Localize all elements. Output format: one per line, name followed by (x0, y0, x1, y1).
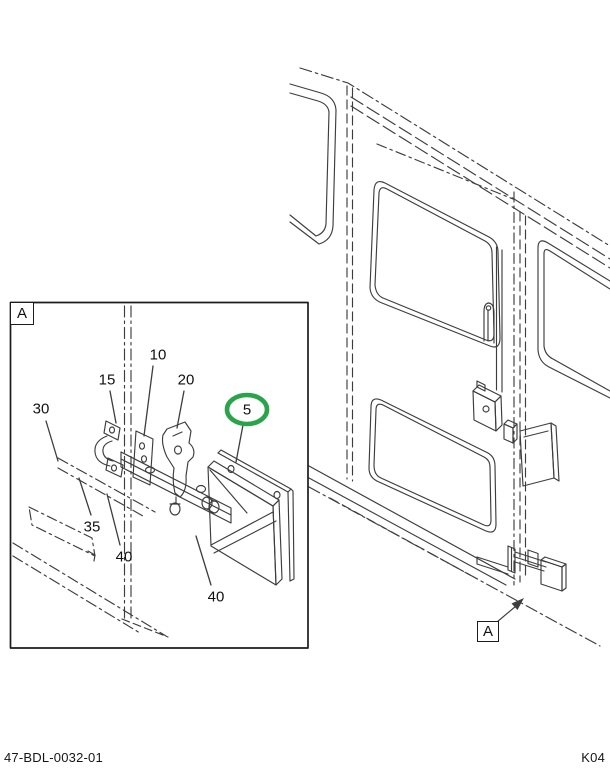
part-mounting-plate (132, 430, 154, 486)
callout-part-30: 30 (32, 400, 50, 418)
callout-part-40-upper: 40 (115, 548, 133, 566)
left-door-lower-window (368, 398, 497, 533)
part-handle-bracket (94, 420, 124, 478)
part-latch-lever (161, 421, 195, 516)
right-door-window (537, 240, 610, 399)
lower-latch-assembly (476, 545, 567, 592)
door-gap-lines (513, 191, 527, 586)
latch-rod (483, 246, 503, 393)
detail-view-marker-label: A (16, 305, 27, 322)
left-door-upper-window (369, 180, 501, 348)
callout-part-35: 35 (83, 518, 101, 536)
latch-keeper-plate (519, 422, 560, 487)
body-bottom-edge (308, 465, 601, 647)
section-arrow (496, 598, 524, 623)
detail-phantom-lines (12, 305, 169, 638)
callout-leader-lines (45, 365, 244, 586)
drawing-number: 47-BDL-0032-01 (4, 750, 103, 765)
callout-part-15: 15 (98, 371, 116, 389)
cab-window (289, 83, 337, 245)
callout-part-10: 10 (149, 346, 167, 364)
callout-part-40-lower: 40 (207, 588, 225, 606)
part-latch-channel (120, 451, 232, 524)
section-marker-label: A (482, 623, 493, 640)
callout-part-20: 20 (177, 371, 195, 389)
latch-handle-housing (472, 380, 518, 444)
page-code: K04 (581, 750, 605, 765)
left-door-front-edge (346, 85, 354, 482)
body-roof-edge (299, 67, 610, 269)
part-latch-plate (207, 449, 295, 586)
highlight-ellipse (224, 392, 270, 427)
section-marker: A (477, 621, 499, 642)
callout-part-5-highlighted: 5 (242, 401, 252, 419)
detail-view-marker: A (10, 302, 34, 325)
